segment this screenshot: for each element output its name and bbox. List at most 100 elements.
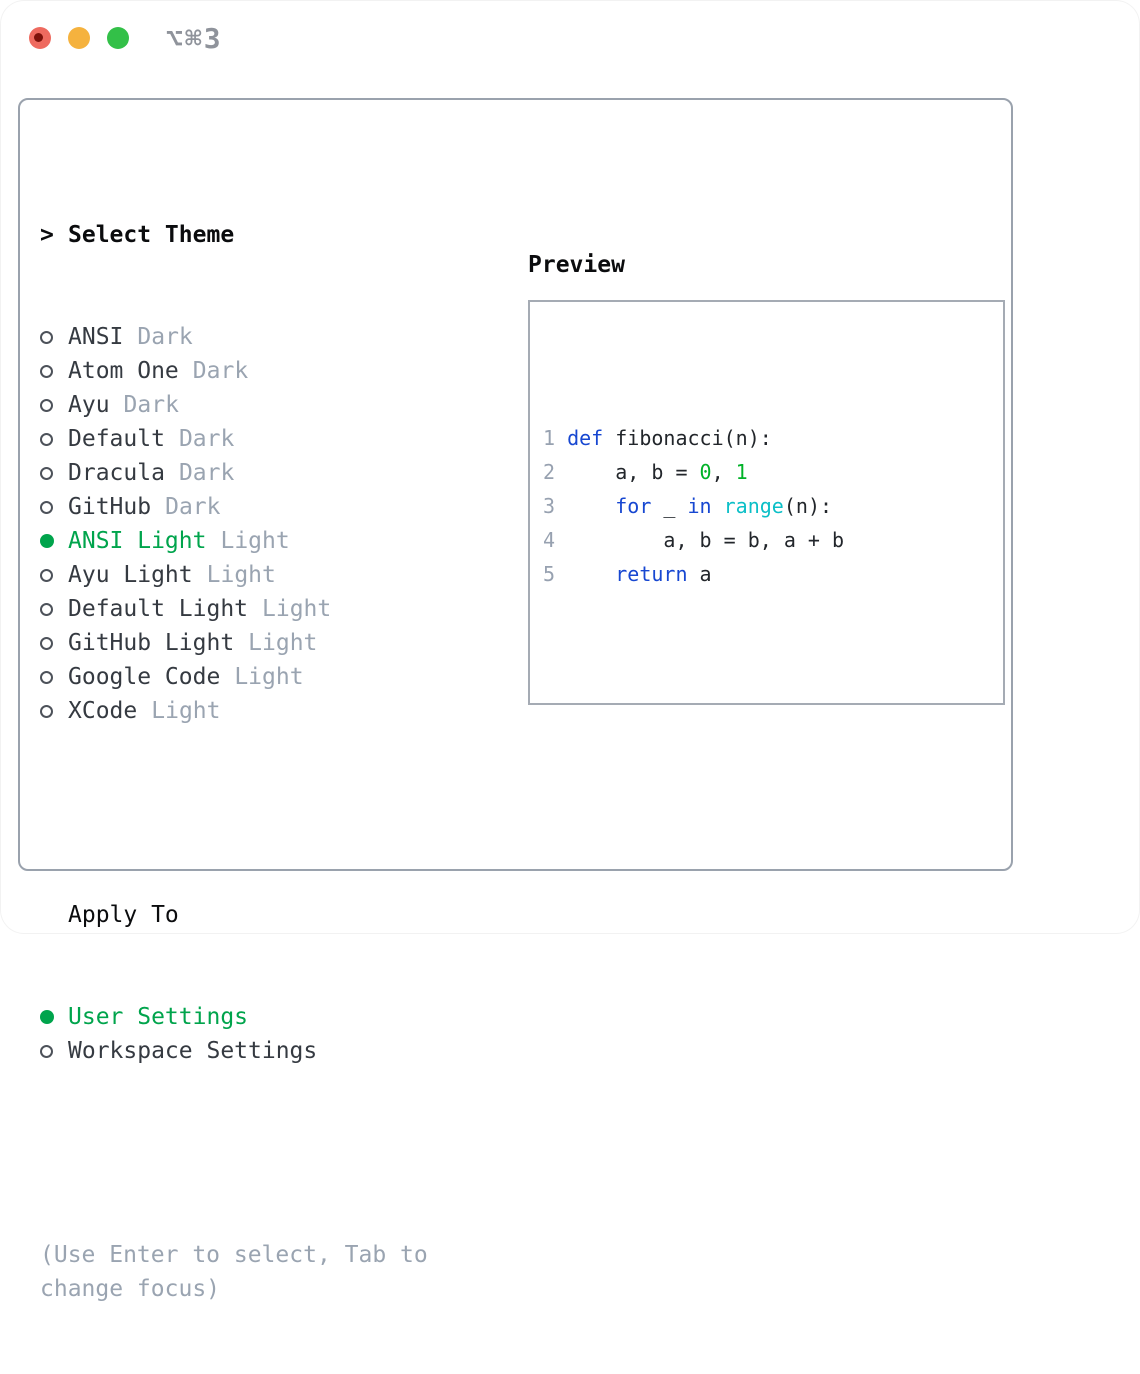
select-theme-heading: >Select Theme <box>40 218 480 252</box>
hint-line: change focus) <box>40 1276 221 1302</box>
option-label: Ayu Light <box>68 562 193 588</box>
marker-box <box>40 592 68 626</box>
spacer <box>40 1136 480 1170</box>
radio-unselected-icon <box>40 637 53 650</box>
code-segment: in <box>687 494 712 518</box>
apply-to-heading: Apply To <box>40 898 480 932</box>
zoom-button-icon[interactable] <box>107 27 129 49</box>
theme-option[interactable]: GitHub Light Light <box>40 626 480 660</box>
radio-unselected-icon <box>40 399 53 412</box>
spacer <box>543 659 1003 693</box>
variant-tag: Light <box>206 562 276 588</box>
hint-line: (Use Enter to select, Tab to <box>40 1242 428 1268</box>
code-segment: , <box>711 460 736 484</box>
theme-option[interactable]: GitHub Dark <box>40 490 480 524</box>
heading-cursor-icon: > <box>40 222 54 248</box>
theme-option[interactable]: ANSI Light Light <box>40 524 480 558</box>
theme-option[interactable]: Atom One Dark <box>40 354 480 388</box>
code-segment: range <box>723 494 784 518</box>
radio-unselected-icon <box>40 365 53 378</box>
window-shortcut-label: ⌥⌘3 <box>166 22 223 55</box>
theme-option[interactable]: Google Code Light <box>40 660 480 694</box>
variant-tag: Light <box>220 528 290 554</box>
apply-option[interactable]: Workspace Settings <box>40 1034 480 1068</box>
code-segment <box>712 494 724 518</box>
theme-option[interactable]: Ayu Light Light <box>40 558 480 592</box>
code-segment <box>567 494 615 518</box>
variant-tag: Dark <box>192 358 249 384</box>
marker-box <box>40 660 68 694</box>
keyboard-hint: (Use Enter to select, Tab to change focus… <box>40 1238 480 1306</box>
spacer <box>40 796 480 830</box>
option-label: User Settings <box>68 1004 249 1030</box>
option-label: Dracula <box>68 460 165 486</box>
code-line: 2 a, b = 0, 1 <box>543 455 1003 489</box>
marker-box <box>40 558 68 592</box>
marker-box <box>40 388 68 422</box>
variant-tag: Dark <box>123 392 179 418</box>
close-button-icon[interactable] <box>29 27 51 49</box>
theme-option[interactable]: Default Dark <box>40 422 480 456</box>
marker-box <box>40 524 68 558</box>
variant-tag: Light <box>248 630 318 656</box>
option-label: Atom One <box>68 358 179 384</box>
theme-option[interactable]: XCode Light <box>40 694 480 728</box>
apply-option[interactable]: User Settings <box>40 1000 480 1034</box>
code-segment: a <box>687 562 712 586</box>
radio-unselected-icon <box>40 433 53 446</box>
theme-option[interactable]: Default Light Light <box>40 592 480 626</box>
code-segment: (n): <box>783 494 833 518</box>
variant-tag: Light <box>262 596 332 622</box>
apply-to-heading-label: Apply To <box>68 902 179 928</box>
option-label: Default Light <box>68 596 249 622</box>
code-segment: fibonacci(n): <box>603 426 772 450</box>
theme-option[interactable]: Ayu Dark <box>40 388 480 422</box>
code-line: 3 for _ in range(n): <box>543 489 1003 523</box>
code-segment: a, b = <box>567 460 700 484</box>
option-label: Ayu <box>68 392 110 418</box>
line-number: 3 <box>543 494 556 518</box>
variant-tag: Dark <box>178 426 235 452</box>
code-segment: for <box>615 494 652 518</box>
option-label: Workspace Settings <box>68 1038 318 1064</box>
preview-heading: Preview <box>528 252 625 278</box>
code-segment: 1 <box>735 460 748 484</box>
code-line: 5 return a <box>543 557 1003 591</box>
line-number: 2 <box>543 460 556 484</box>
code-segment: def <box>567 426 604 450</box>
variant-tag: Dark <box>165 494 221 520</box>
radio-unselected-icon <box>40 501 53 514</box>
variant-tag: Dark <box>137 324 193 350</box>
option-label: ANSI Light <box>68 528 207 554</box>
radio-unselected-icon <box>40 569 53 582</box>
radio-selected-icon <box>40 1010 54 1024</box>
option-label: Default <box>68 426 165 452</box>
marker-box <box>40 456 68 490</box>
radio-unselected-icon <box>40 467 53 480</box>
option-label: GitHub Light <box>68 630 235 656</box>
option-label: GitHub <box>68 494 152 520</box>
variant-tag: Dark <box>178 460 235 486</box>
marker-box <box>40 422 68 456</box>
code-segment: return <box>615 562 688 586</box>
code-segment: _ <box>651 494 688 518</box>
variant-tag: Light <box>151 698 221 724</box>
option-label: Google Code <box>68 664 221 690</box>
line-number: 4 <box>543 528 556 552</box>
minimize-button-icon[interactable] <box>68 27 90 49</box>
code-segment: a, b = b, a + b <box>567 528 845 552</box>
radio-unselected-icon <box>40 705 53 718</box>
marker-box <box>40 490 68 524</box>
option-label: XCode <box>68 698 138 724</box>
variant-tag: Light <box>234 664 304 690</box>
theme-option[interactable]: Dracula Dark <box>40 456 480 490</box>
